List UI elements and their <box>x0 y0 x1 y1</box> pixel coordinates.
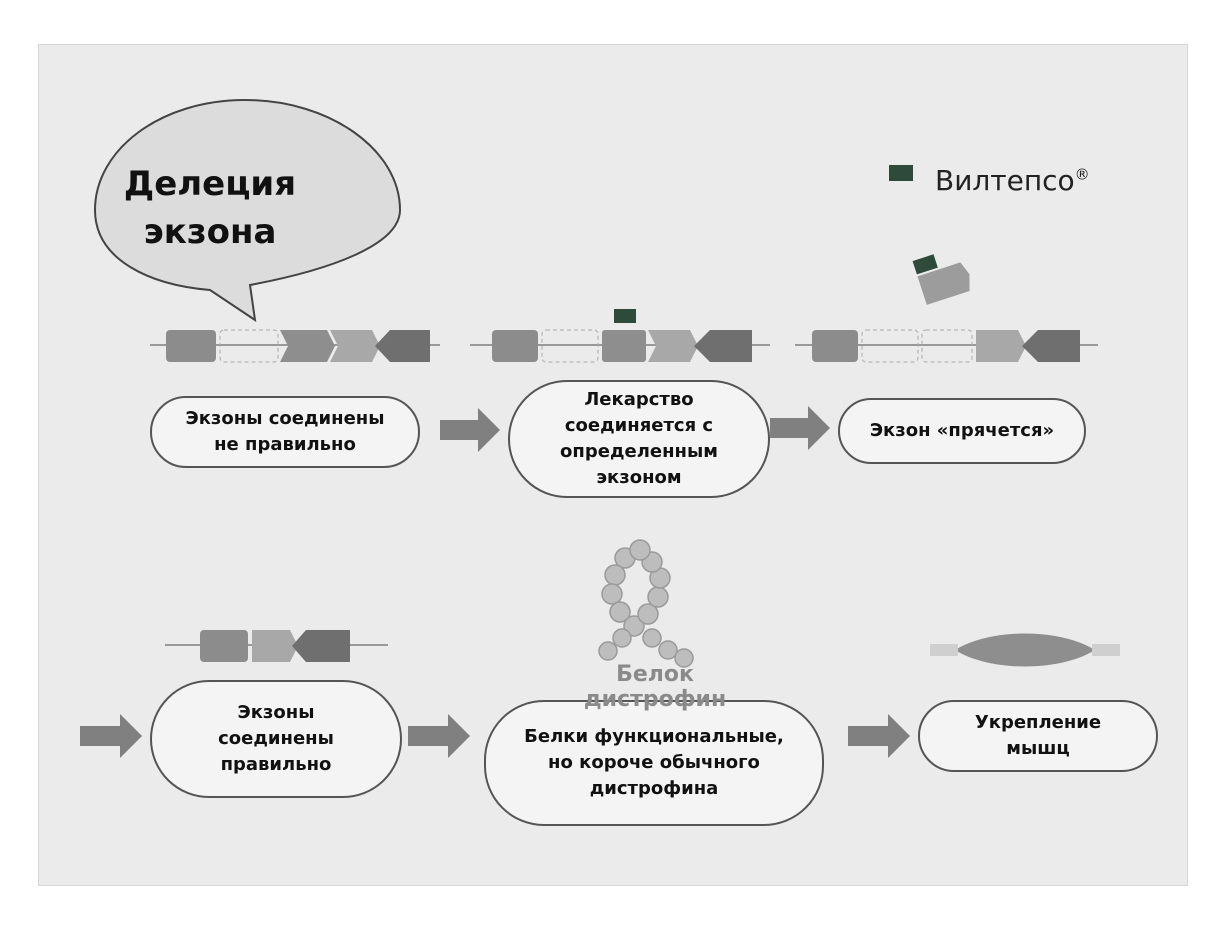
exon-block <box>166 330 216 362</box>
legend-swatch <box>889 165 913 181</box>
step-exons-correct: Экзоны соединены правильно <box>150 680 402 798</box>
exon-skipped <box>921 329 973 363</box>
exon-block <box>812 330 858 362</box>
gene-strand-exon-skipped <box>795 254 1098 363</box>
exon-block <box>694 330 752 362</box>
gene-strand-corrected <box>165 630 388 662</box>
exon-block <box>292 630 350 662</box>
exon-block <box>330 330 380 362</box>
step-exon-hidden: Экзон «прячется» <box>838 398 1086 464</box>
flow-arrow <box>408 714 470 758</box>
flow-arrow <box>440 408 500 452</box>
dystrophin-protein-icon <box>598 539 694 668</box>
gene-strand-deletion <box>150 329 440 363</box>
drug-molecule <box>614 309 636 323</box>
exon-deleted <box>541 329 599 363</box>
step-exons-wrong: Экзоны соединены не правильно <box>150 396 420 468</box>
exon-block <box>252 630 298 662</box>
exon-deleted <box>861 329 919 363</box>
exon-block <box>648 330 698 362</box>
flow-arrow <box>770 406 830 450</box>
exon-block <box>492 330 538 362</box>
exon-target <box>602 330 646 362</box>
speech-bubble <box>93 98 402 323</box>
exon-block <box>375 330 430 362</box>
hidden-exon <box>912 254 970 305</box>
bubble-text: Делеция экзона <box>123 164 297 252</box>
gene-strand-drug-bound <box>470 309 770 363</box>
protein-label: Белок дистрофин <box>583 662 727 712</box>
exon-block <box>200 630 248 662</box>
step-drug-binds: Лекарство соединяется с определенным экз… <box>508 380 770 498</box>
legend-label: Вилтепсо® <box>935 164 1090 197</box>
legend-label-text: Вилтепсо <box>935 164 1075 197</box>
flow-arrow <box>80 714 142 758</box>
exon-block <box>1022 330 1080 362</box>
step-functional-protein: Белки функциональные, но короче обычного… <box>484 700 824 826</box>
muscle-icon <box>930 633 1120 667</box>
step-muscle-strength: Укрепление мышц <box>918 700 1158 772</box>
exon-deleted <box>219 329 279 363</box>
exon-block <box>280 330 335 362</box>
legend-trademark: ® <box>1074 165 1090 184</box>
exon-block <box>976 330 1026 362</box>
flow-arrow <box>848 714 910 758</box>
